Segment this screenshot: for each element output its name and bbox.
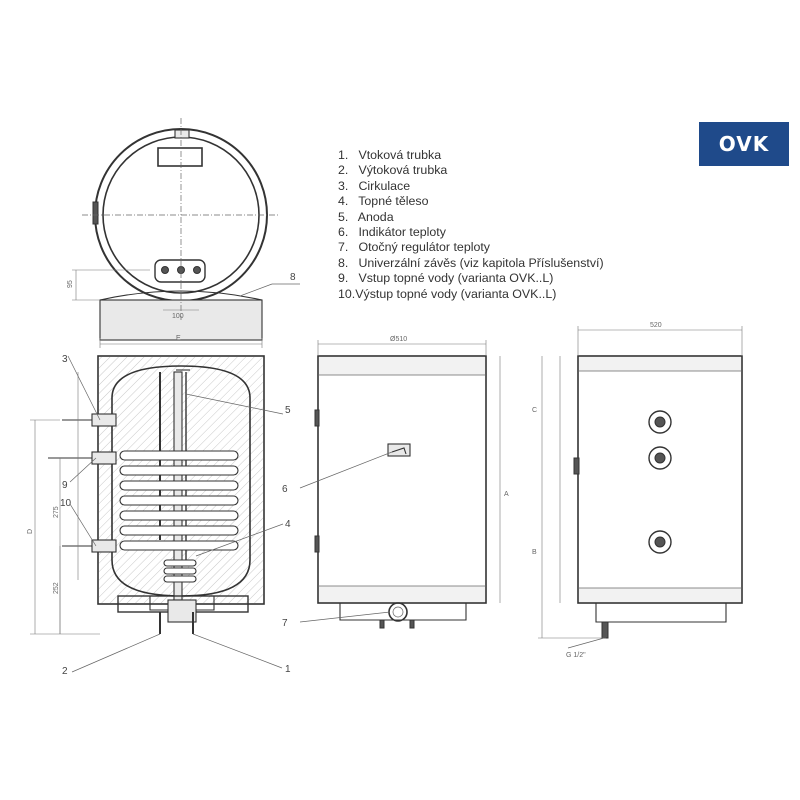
callout-7: 7 xyxy=(282,618,288,629)
top-view: 95 100 E 8 xyxy=(67,118,300,348)
legend-item: 6. Indikátor teploty xyxy=(338,225,446,240)
callout-6: 6 xyxy=(282,484,288,495)
dim-thread: G 1/2" xyxy=(566,652,586,659)
heating-coil xyxy=(119,450,239,551)
dim-C: C xyxy=(532,407,537,414)
callout-1: 1 xyxy=(285,664,291,675)
legend-item: 7. Otočný regulátor teploty xyxy=(338,240,491,255)
legend-item: 9. Vstup topné vody (varianta OVK..L) xyxy=(338,271,554,286)
section-view: D 275 252 3 9 10 2 1 5 4 xyxy=(27,354,291,677)
dim-D: D xyxy=(27,529,34,534)
dim-252: 252 xyxy=(53,582,60,594)
callout-5: 5 xyxy=(285,405,291,416)
dim-side-width: 520 xyxy=(650,322,662,329)
dim-B: B xyxy=(532,549,537,556)
front-view: Ø510 A 6 7 xyxy=(282,336,509,629)
legend-item: 5. Anoda xyxy=(338,209,394,224)
legend-item: 3. Cirkulace xyxy=(338,178,411,193)
legend-item: 10.Výstup topné vody (varianta OVK..L) xyxy=(338,286,557,301)
callout-9: 9 xyxy=(62,480,68,491)
dim-E: E xyxy=(176,335,181,342)
legend-item: 1. Vtoková trubka xyxy=(338,148,442,162)
callout-10: 10 xyxy=(60,498,72,509)
callout-8: 8 xyxy=(290,272,296,283)
side-view: 520 C B G 1/2" xyxy=(532,322,743,659)
legend-item: 2. Výtoková trubka xyxy=(338,163,448,178)
legend-item: 8. Univerzální závěs (viz kapitola Přísl… xyxy=(338,255,604,270)
dim-275: 275 xyxy=(53,506,60,518)
dim-100: 100 xyxy=(172,313,184,320)
dim-95: 95 xyxy=(67,280,74,288)
callout-2: 2 xyxy=(62,666,68,677)
dim-A: A xyxy=(504,491,509,498)
callout-4: 4 xyxy=(285,519,291,530)
callout-3: 3 xyxy=(62,354,68,365)
dim-front-width: Ø510 xyxy=(390,336,407,343)
legend-item: 4. Topné těleso xyxy=(338,194,429,209)
model-badge: OVK xyxy=(699,122,789,166)
parts-legend: 1. Vtoková trubka 2. Výtoková trubka 3. … xyxy=(338,148,604,302)
